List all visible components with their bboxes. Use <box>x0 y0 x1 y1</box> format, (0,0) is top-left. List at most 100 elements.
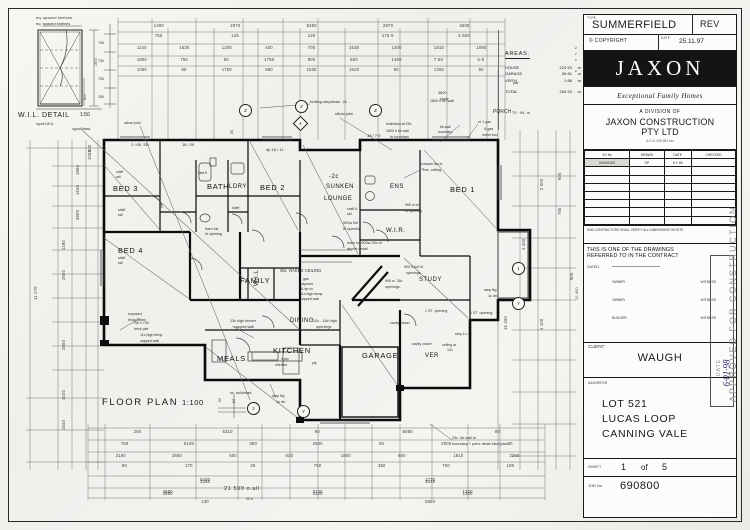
plan-note: rail <box>118 213 123 217</box>
tb-revision-header: VO No DRAWN DATE CHECKED <box>583 149 737 160</box>
tb-sign-row: OWNER WITNESS <box>590 298 730 302</box>
tb-revision-cell <box>690 174 737 184</box>
dimension-text: 350 <box>249 441 257 446</box>
dimension-text: 125 <box>307 33 316 38</box>
dimension-text: 4580 <box>162 489 173 494</box>
plan-note: 23c bk wall to <box>452 436 477 440</box>
svg-text:750: 750 <box>98 41 104 45</box>
tb-revision-cell <box>663 190 692 201</box>
tb-address-line-2: LUCAS LOOP <box>602 412 677 425</box>
dimension-text: 100 <box>506 463 515 468</box>
tb-revision-cell: AMENDED <box>583 158 631 168</box>
plan-note: sq.mH.W.U. <box>36 122 55 126</box>
tb-revision-cell <box>583 190 631 201</box>
plan-note: capped wall <box>300 297 319 301</box>
tb-date-value: 25.11.97 <box>679 38 704 45</box>
tb-sign-right-1: WITNESS <box>700 297 716 302</box>
plan-note: & gas <box>484 127 494 131</box>
plan-note: shelves <box>275 363 288 367</box>
room-label-ens: ENS <box>390 184 404 190</box>
sunken-level-note: -2c <box>329 174 339 180</box>
dimension-text: 880 <box>265 67 273 72</box>
plan-note: openings. <box>385 285 401 289</box>
grid-marker: X <box>232 399 236 405</box>
areas-value: 36·81 <box>561 71 572 77</box>
tb-client-value: WAUGH <box>637 352 683 365</box>
tb-rev-h1: DRAWN <box>629 149 665 160</box>
plan-note: 12c - 18c high <box>313 319 337 323</box>
areas-exp-1: 2 <box>575 46 577 50</box>
tb-verify-note: SUB-CONTRACTORS SHALL VERIFY ALL DIMENSI… <box>587 227 684 232</box>
dimension-text: 1400 <box>391 45 402 50</box>
dimension-text: 1200 <box>221 45 232 50</box>
dimension-text: 1520 <box>349 67 360 72</box>
wil-detail-drawing <box>36 25 102 110</box>
tb-address-line-1: LOT 521 <box>602 397 648 410</box>
plan-note: cavity closer <box>390 321 410 325</box>
tb-contract-note-1: THIS IS ONE OF THE DRAWINGS <box>587 246 674 253</box>
tb-revision-cell <box>690 190 737 201</box>
dimension-text: 600 <box>87 144 92 152</box>
plan-note: pier <box>513 81 519 85</box>
plan-note: step ftg <box>272 394 285 398</box>
plan-note: to boundary <box>390 135 409 139</box>
tb-address-row: ADDRESS LOT 521 LUCAS LOOP CANNING VALE <box>584 378 736 459</box>
plan-note: step ftg <box>484 288 497 292</box>
tb-div <box>658 35 659 50</box>
plan-note: shelf <box>118 208 126 212</box>
dimension-text: 1530 <box>75 184 80 195</box>
sheet-border-left <box>8 8 10 522</box>
plan-note: brick pier <box>134 327 149 331</box>
plan-note: meter box <box>482 133 498 137</box>
dimension-text: 5310 <box>222 429 233 434</box>
plan-note: boundary <box>438 130 453 134</box>
areas-total-row: TOTAL 263·20 m <box>505 84 581 95</box>
room-label-family: FAMILY <box>240 276 271 285</box>
dimension-text: 5550 <box>425 499 436 504</box>
dimension-text: 1 100 <box>539 318 544 330</box>
tb-revision-cell <box>629 182 665 192</box>
svg-text:250: 250 <box>98 95 104 99</box>
grid-marker: Z <box>295 100 308 113</box>
dimension-text: 90 <box>181 67 187 72</box>
tb-type-label: TYPE <box>587 16 597 20</box>
dimension-text: 5400 <box>200 477 211 482</box>
dimension-text: 90 <box>393 67 399 72</box>
tb-contract-row: THIS IS ONE OF THE DRAWINGS REFERRED TO … <box>584 244 736 343</box>
tb-sheet-label: SHEET <box>588 463 602 469</box>
plan-note: silicon joint <box>124 121 141 125</box>
areas-total-label: TOTAL <box>505 89 518 95</box>
tb-rev-h0: VO No <box>583 149 631 160</box>
tb-revision-cell <box>629 174 665 184</box>
dimension-text: 2150 <box>115 453 126 458</box>
tb-address-line-3: CANNING VALE <box>602 428 688 441</box>
dimension-text: 25 <box>250 463 256 468</box>
tb-sheet-of: of <box>641 462 648 472</box>
plan-note: shelf <box>232 206 240 210</box>
areas-total-value: 263·20 <box>559 89 572 95</box>
tb-job-number: 690800 <box>620 479 660 492</box>
dimension-text: 1140 <box>136 45 147 50</box>
dimension-text: 2800 <box>61 339 66 350</box>
areas-unit: m <box>577 71 581 77</box>
room-label-bed3: BED 3 <box>113 184 139 193</box>
dimension-text: 750 <box>313 463 322 468</box>
dimension-text: 1530 <box>306 67 317 72</box>
tb-revision-row <box>583 174 737 184</box>
dimension-text: 1630 <box>179 45 190 50</box>
tb-logo: JAXON <box>584 51 736 87</box>
dimension-text: 750 <box>180 57 188 62</box>
plan-misc-label: 16 / 25 <box>182 142 195 147</box>
dimension-text: 1090 <box>476 45 487 50</box>
dimension-text: 1320 <box>462 491 473 496</box>
grid-marker: Y <box>297 405 310 418</box>
tb-sign-right-2: WITNESS <box>700 315 716 320</box>
plan-note: ht opening <box>205 232 222 236</box>
wil-detail-title: W.I.L. DETAIL <box>18 112 70 119</box>
tb-revision-cell <box>663 166 692 176</box>
grid-marker-label: 4 <box>299 120 302 126</box>
dimension-text: 1530 <box>349 45 360 50</box>
plan-note: ens. ceiling <box>423 168 441 172</box>
dimension-text: 2870 <box>230 23 241 28</box>
